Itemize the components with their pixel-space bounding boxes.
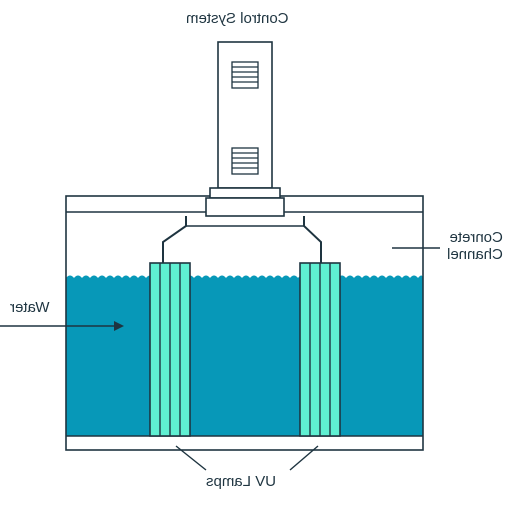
vent-icon xyxy=(231,61,259,89)
control-system-box xyxy=(217,41,273,189)
uv-lamp-module-left xyxy=(149,262,191,437)
leader-uv-lamps-left xyxy=(175,445,207,471)
label-concrete-channel-line1: Conrete xyxy=(449,229,503,246)
tower-collar xyxy=(209,187,281,199)
water-area xyxy=(66,278,423,436)
uv-lamp-module-right xyxy=(299,262,341,437)
leader-uv-lamps-right xyxy=(289,445,319,471)
tower-base xyxy=(205,197,285,217)
water-flow-arrowhead-icon xyxy=(114,321,124,331)
lamp-support-arm xyxy=(162,216,322,263)
label-uv-lamps: UV Lamps xyxy=(206,473,277,490)
water-surface xyxy=(66,275,423,284)
label-control-system: Control System xyxy=(186,10,289,27)
label-water: Water xyxy=(10,299,50,316)
label-concrete-channel-line2: Channel xyxy=(447,245,503,263)
label-concrete-channel: Conrete Channel xyxy=(447,229,503,263)
vent-icon xyxy=(231,147,259,175)
